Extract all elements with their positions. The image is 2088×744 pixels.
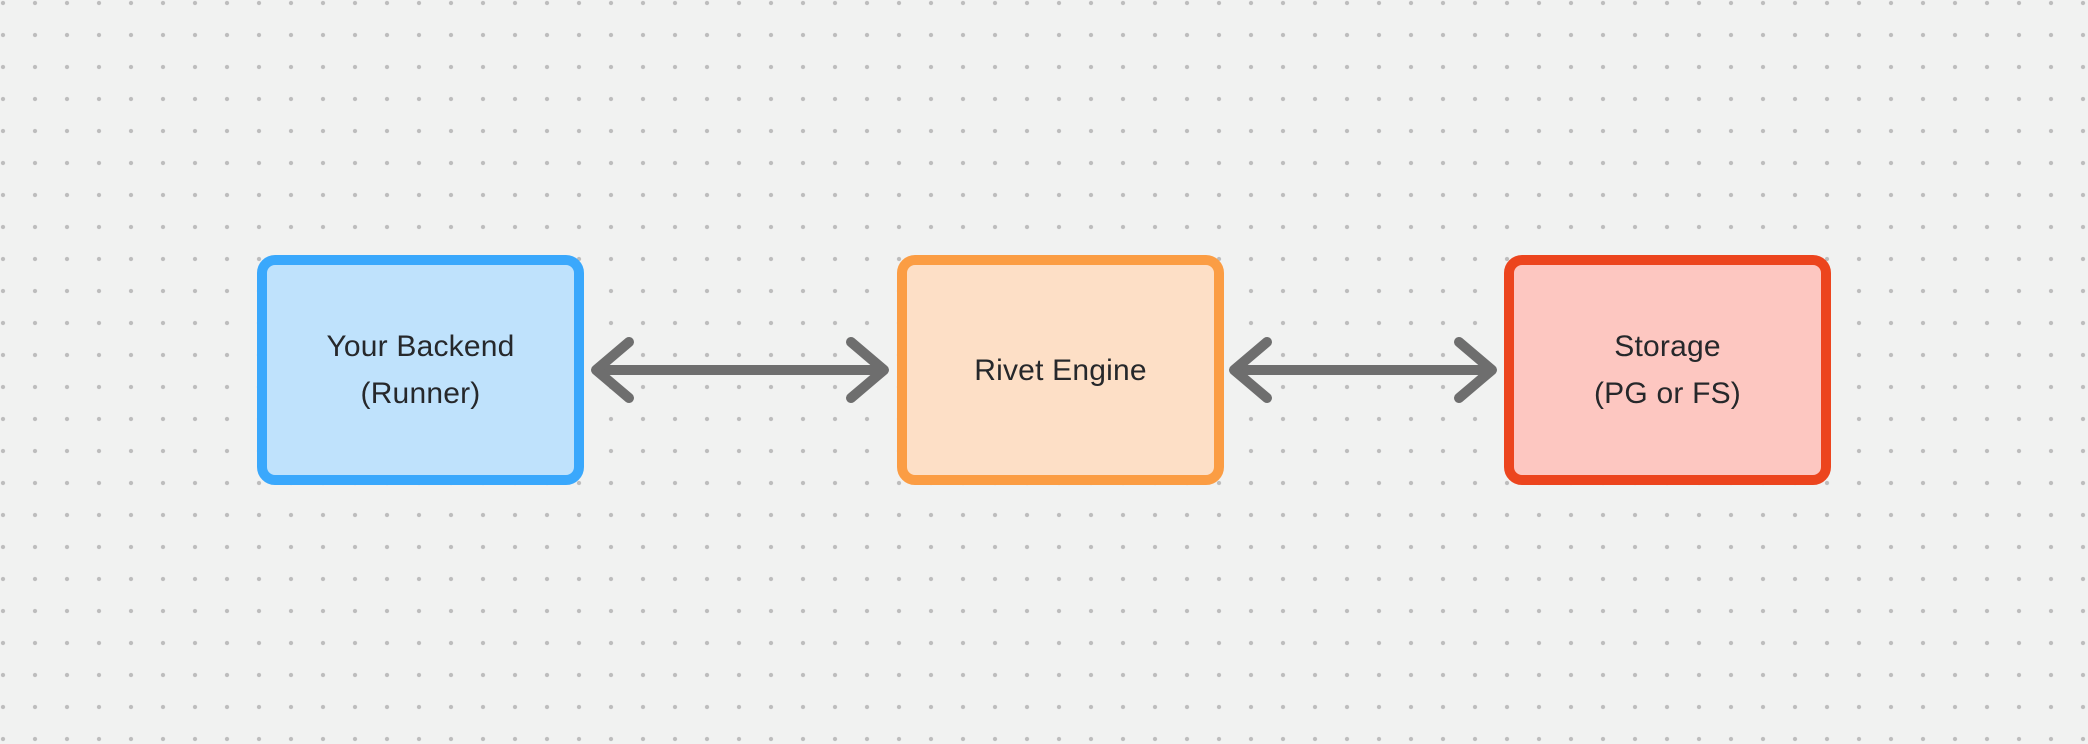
arrowhead-right-icon bbox=[846, 337, 889, 403]
node-label-line: Your Backend bbox=[326, 330, 515, 363]
edge-backend-engine[interactable] bbox=[591, 337, 889, 403]
node-label-line: Storage bbox=[1614, 330, 1721, 363]
node-rivet-engine[interactable]: Rivet Engine bbox=[897, 255, 1224, 485]
arrowhead-right-icon bbox=[1454, 337, 1497, 403]
node-label-line: (Runner) bbox=[360, 377, 481, 410]
edge-engine-storage[interactable] bbox=[1229, 337, 1497, 403]
node-your-backend[interactable]: Your Backend (Runner) bbox=[257, 255, 584, 485]
node-storage[interactable]: Storage (PG or FS) bbox=[1504, 255, 1831, 485]
node-label-line: Rivet Engine bbox=[974, 353, 1147, 387]
arrowhead-left-icon bbox=[591, 337, 634, 403]
node-label-line: (PG or FS) bbox=[1593, 377, 1741, 410]
arrowhead-left-icon bbox=[1229, 337, 1272, 403]
